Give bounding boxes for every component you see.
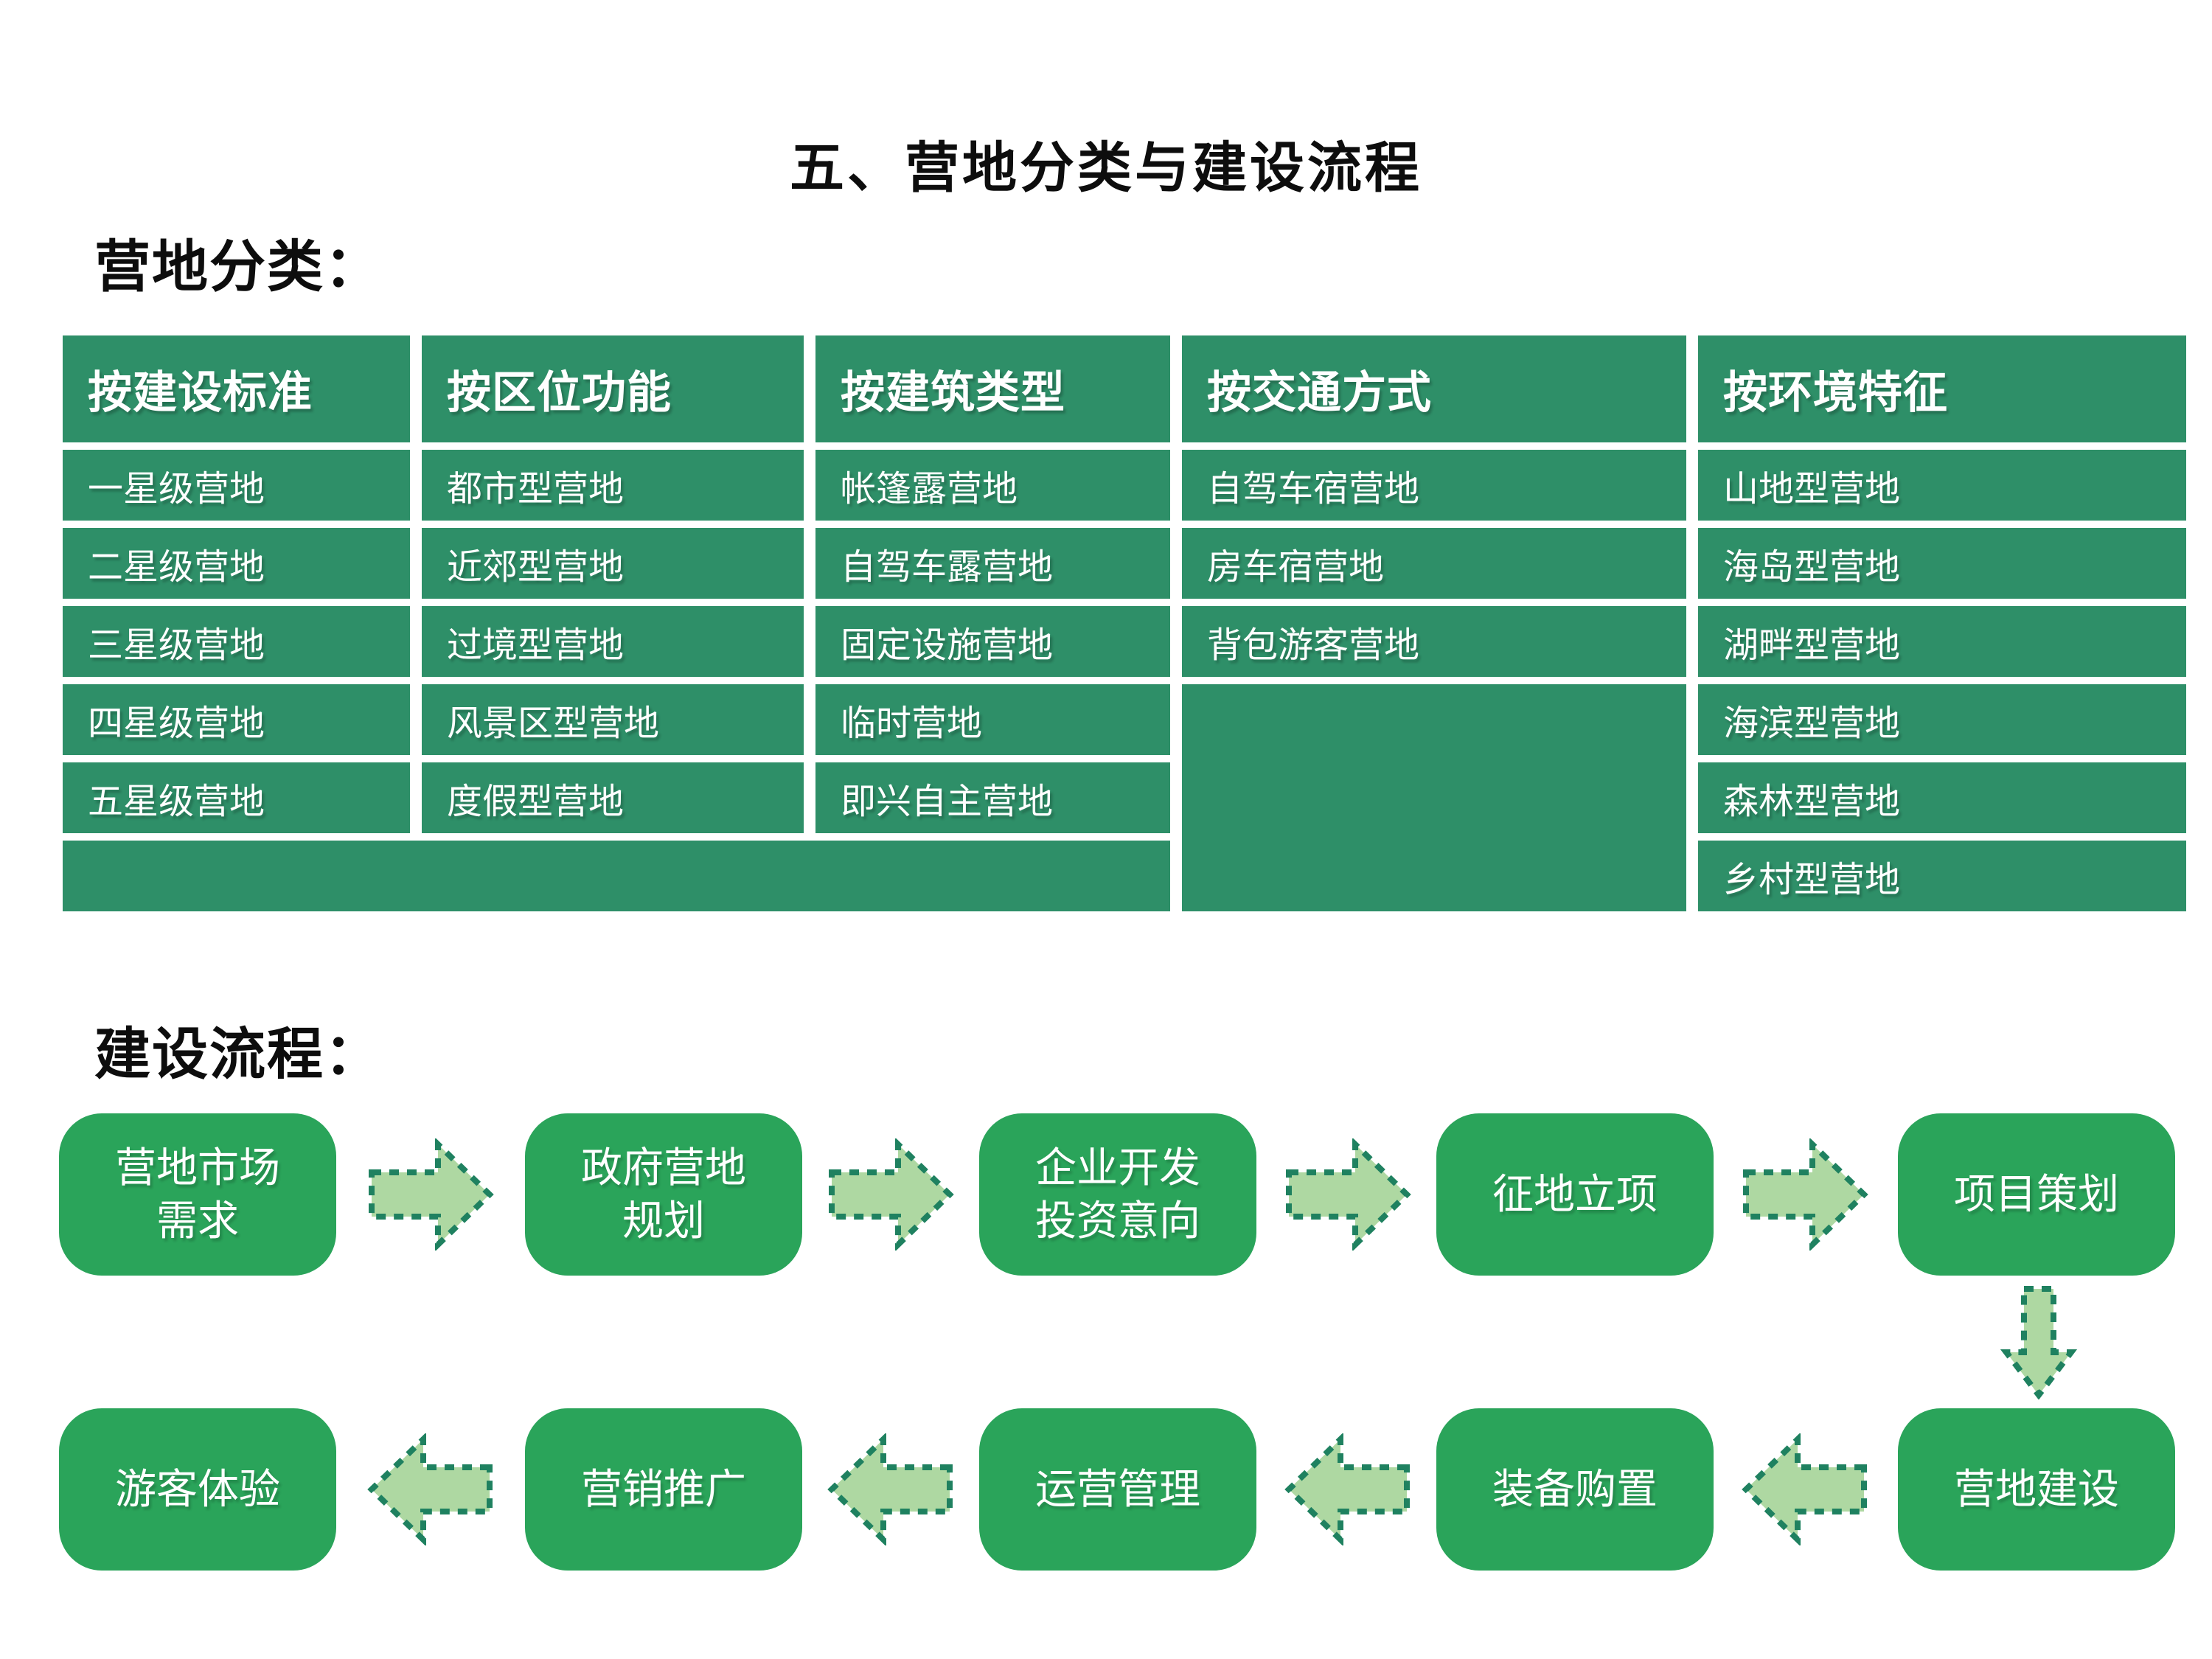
table-cell: 自驾车露营地 [815, 528, 1170, 599]
table-cell: 过境型营地 [422, 606, 804, 677]
flow-step-project-planning: 项目策划 [1898, 1113, 2175, 1276]
table-cell: 海滨型营地 [1698, 684, 2186, 755]
table-cell: 森林型营地 [1698, 762, 2186, 833]
flow-arrow-right-icon [826, 1138, 956, 1251]
flow-arrow-down-icon [2000, 1284, 2077, 1399]
table-header-by-building: 按建筑类型 [815, 335, 1170, 442]
table-cell: 四星级营地 [63, 684, 410, 755]
table-header-by-transport: 按交通方式 [1182, 335, 1686, 442]
flow-step-government-plan: 政府营地 规划 [525, 1113, 802, 1276]
flow-step-land-approval: 征地立项 [1436, 1113, 1714, 1276]
flow-step-market-demand: 营地市场 需求 [59, 1113, 336, 1276]
table-cell: 临时营地 [815, 684, 1170, 755]
table-header-by-standard: 按建设标准 [63, 335, 410, 442]
table-cell: 海岛型营地 [1698, 528, 2186, 599]
table-cell: 度假型营地 [422, 762, 804, 833]
table-cell: 湖畔型营地 [1698, 606, 2186, 677]
table-cell: 即兴自主营地 [815, 762, 1170, 833]
table-cell: 房车宿营地 [1182, 528, 1686, 599]
flow-arrow-right-icon [366, 1138, 495, 1251]
table-cell-empty-merged-bottom [63, 841, 1170, 911]
table-cell: 一星级营地 [63, 450, 410, 521]
table-cell: 山地型营地 [1698, 450, 2186, 521]
flow-step-camp-construction: 营地建设 [1898, 1408, 2175, 1571]
classification-section-label: 营地分类： [94, 236, 382, 299]
flow-arrow-right-icon [1283, 1138, 1413, 1251]
flow-arrow-left-icon [1740, 1433, 1870, 1545]
flow-step-marketing: 营销推广 [525, 1408, 802, 1571]
flow-arrow-left-icon [366, 1433, 495, 1545]
table-cell: 近郊型营地 [422, 528, 804, 599]
table-cell: 自驾车宿营地 [1182, 450, 1686, 521]
table-cell: 固定设施营地 [815, 606, 1170, 677]
flow-arrow-left-icon [1283, 1433, 1413, 1545]
table-header-by-environment: 按环境特征 [1698, 335, 2186, 442]
table-cell: 五星级营地 [63, 762, 410, 833]
table-header-by-location: 按区位功能 [422, 335, 804, 442]
table-cell: 帐篷露营地 [815, 450, 1170, 521]
flow-step-equipment: 装备购置 [1436, 1408, 1714, 1571]
flow-step-investment-intent: 企业开发 投资意向 [979, 1113, 1256, 1276]
flow-step-operation: 运营管理 [979, 1408, 1256, 1571]
process-section-label: 建设流程： [94, 1023, 382, 1086]
flow-step-visitor-experience: 游客体验 [59, 1408, 336, 1571]
table-cell: 背包游客营地 [1182, 606, 1686, 677]
flow-arrow-left-icon [826, 1433, 956, 1545]
camp-classification-table: 按建设标准 按区位功能 按建筑类型 按交通方式 按环境特征 一星级营地 二星级营… [63, 335, 2186, 911]
table-cell: 二星级营地 [63, 528, 410, 599]
table-cell: 风景区型营地 [422, 684, 804, 755]
table-cell-empty-merged-transport [1182, 684, 1686, 911]
page-title: 五、营地分类与建设流程 [790, 137, 1422, 198]
table-cell: 三星级营地 [63, 606, 410, 677]
table-cell: 乡村型营地 [1698, 841, 2186, 911]
flow-arrow-right-icon [1740, 1138, 1870, 1251]
table-cell: 都市型营地 [422, 450, 804, 521]
